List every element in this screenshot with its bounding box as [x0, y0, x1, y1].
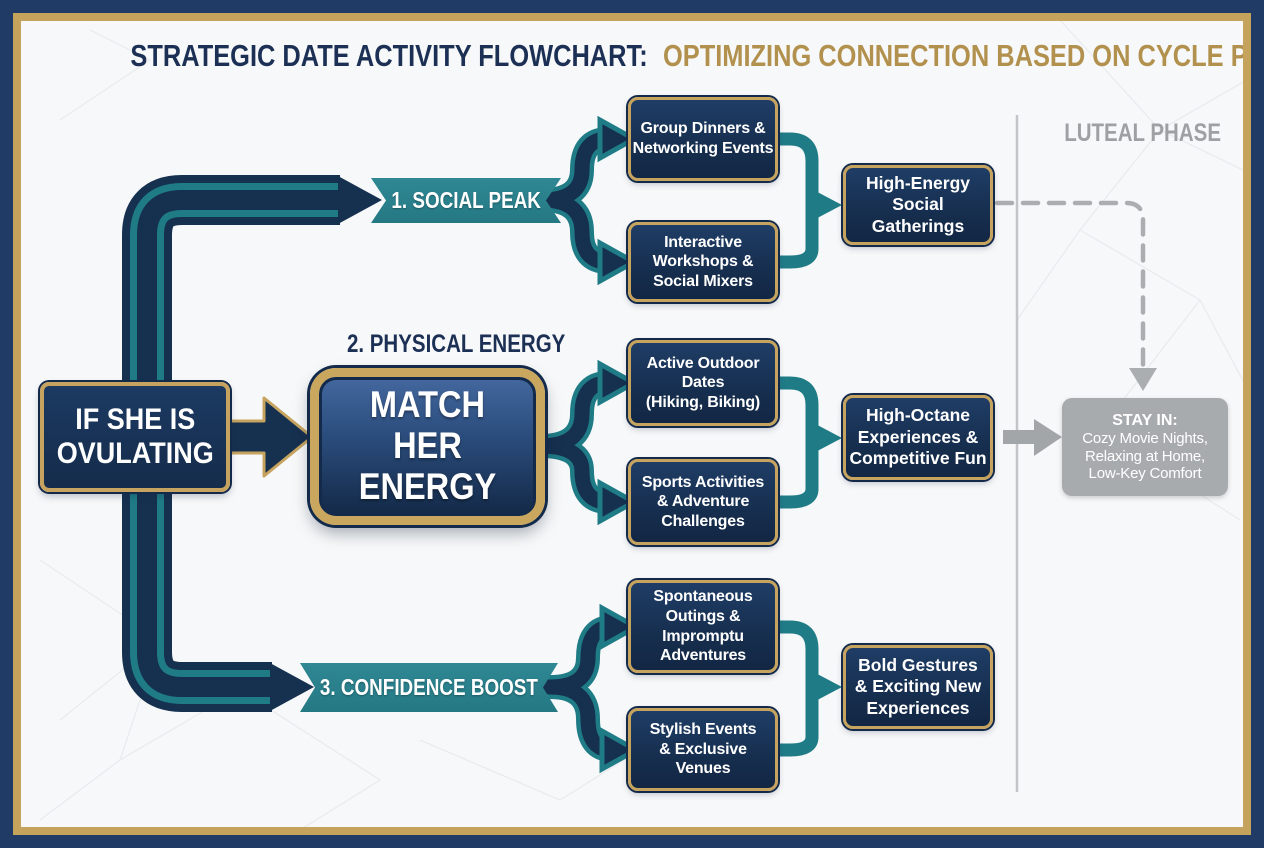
stay-in-box: STAY IN: Cozy Movie Nights, Relaxing at … [1062, 398, 1228, 496]
option-workshops-mixers: Interactive Workshops & Social Mixers [628, 222, 778, 302]
split-connector-1 [530, 115, 640, 286]
luteal-dashed-arrow [994, 200, 1157, 391]
phase-label-physical-energy: 2. PHYSICAL ENERGY [346, 330, 566, 358]
title-accent: OPTIMIZING CONNECTION BASED ON CYCLE PHA… [662, 38, 1264, 73]
stay-in-title: STAY IN: [1112, 411, 1178, 429]
option-outdoor-dates: Active Outdoor Dates (Hiking, Biking) [628, 340, 778, 426]
stay-in-body: Cozy Movie Nights, Relaxing at Home, Low… [1082, 430, 1208, 483]
page-title: STRATEGIC DATE ACTIVITY FLOWCHART: OPTIM… [0, 38, 1264, 74]
start-node: IF SHE IS OVULATING [40, 382, 230, 492]
start-node-label: IF SHE IS OVULATING [56, 403, 214, 470]
luteal-stay-arrow [1003, 419, 1062, 456]
split-connector-3 [538, 603, 642, 774]
branch-banner-confidence-boost: 3. CONFIDENCE BOOST [300, 663, 558, 712]
pipe-arrowhead-social [338, 176, 382, 224]
merge-connector-1 [771, 132, 842, 269]
outcome-high-energy: High-Energy Social Gatherings [843, 165, 993, 245]
outcome-bold-gestures: Bold Gestures & Exciting New Experiences [843, 645, 993, 729]
split-connector-2 [528, 359, 640, 526]
luteal-heading: LUTEAL PHASE [1064, 119, 1222, 147]
option-sports-adventure: Sports Activities & Adventure Challenges [628, 459, 778, 545]
option-spontaneous-outings: Spontaneous Outings & Impromptu Adventur… [628, 580, 778, 673]
title-primary: STRATEGIC DATE ACTIVITY FLOWCHART: [130, 38, 648, 73]
outcome-high-octane: High-Octane Experiences & Competitive Fu… [843, 395, 993, 480]
hub-node-label: MATCH HER ENERGY [358, 384, 497, 507]
option-stylish-events: Stylish Events & Exclusive Venues [628, 708, 778, 791]
option-group-dinners: Group Dinners & Networking Events [628, 97, 778, 181]
merge-connector-2 [771, 376, 842, 509]
merge-connector-3 [771, 620, 842, 757]
branch-banner-social-peak: 1. SOCIAL PEAK [371, 178, 561, 223]
start-arrow [226, 396, 314, 478]
hub-node: MATCH HER ENERGY [310, 368, 545, 525]
pipe-arrowhead-confidence [270, 663, 314, 711]
